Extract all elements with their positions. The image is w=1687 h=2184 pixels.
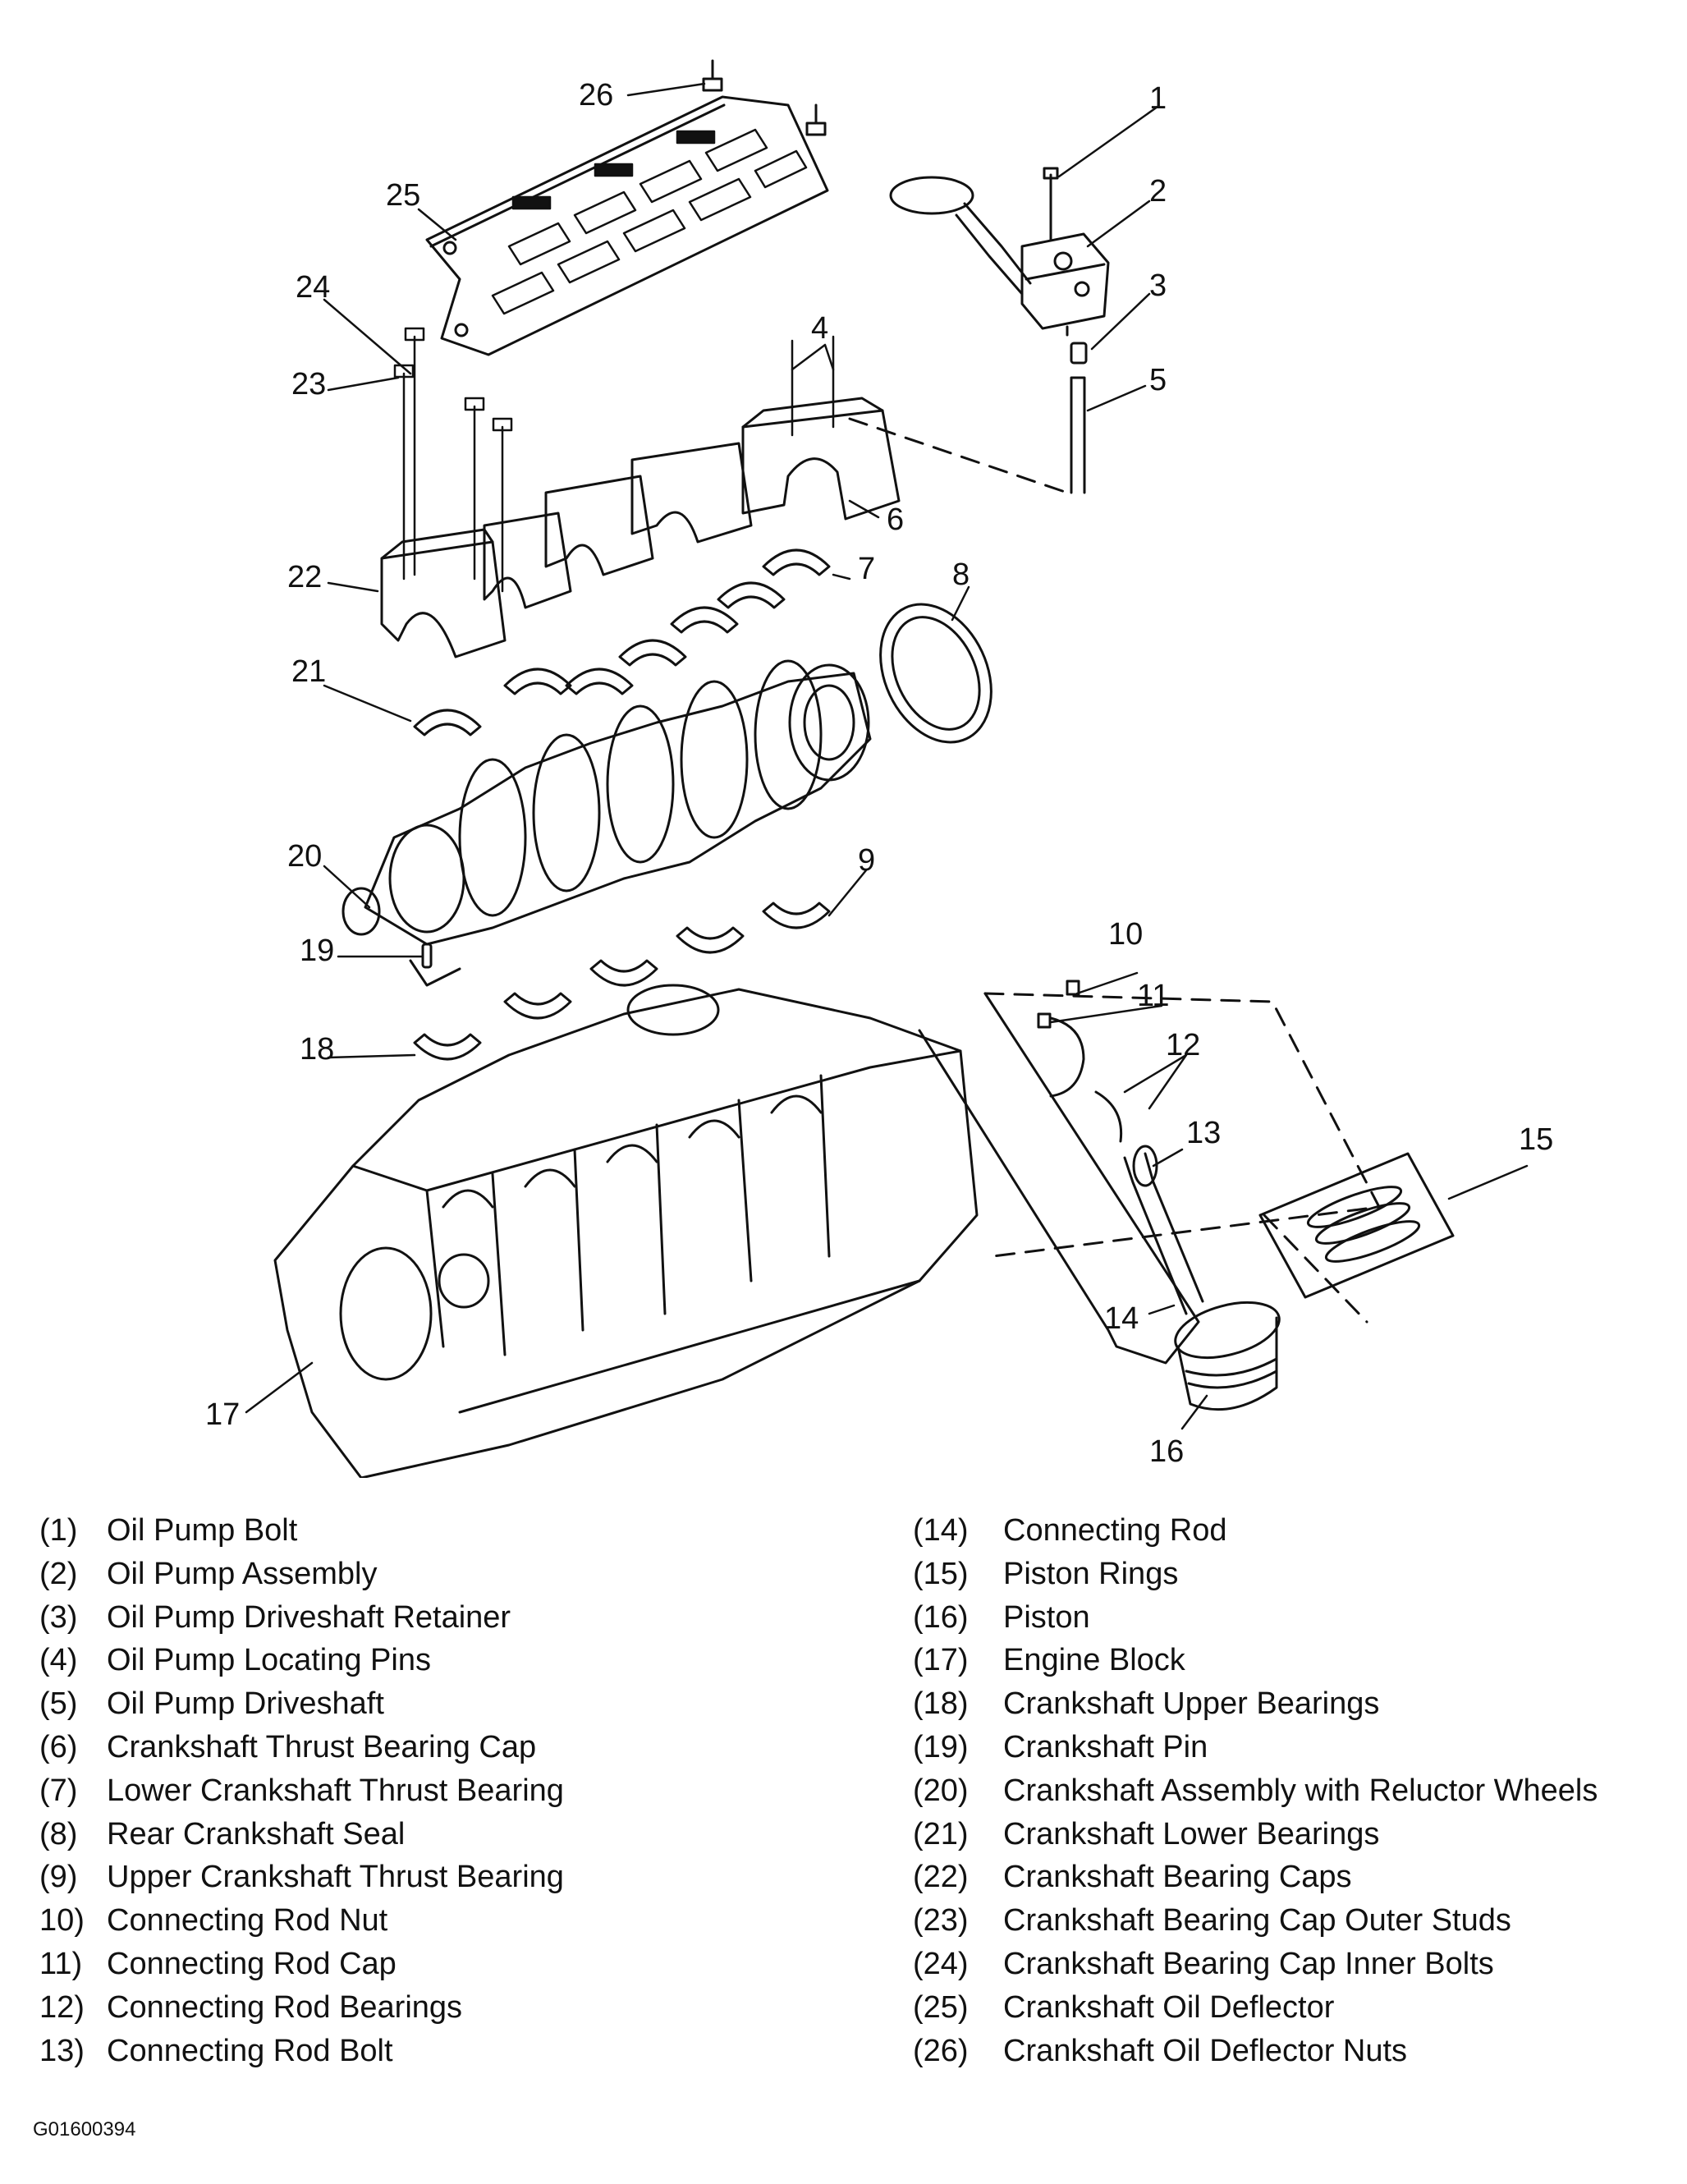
- callout-20: 20: [287, 839, 322, 874]
- legend-number: 12): [39, 1989, 85, 2025]
- legend-number: (20): [913, 1773, 969, 1808]
- callout-3: 3: [1149, 268, 1167, 303]
- legend-label: Connecting Rod Cap: [107, 1946, 397, 1981]
- bearing-caps-drawing: [380, 327, 901, 658]
- legend-label: Crankshaft Pin: [1003, 1729, 1208, 1764]
- callout-13: 13: [1186, 1116, 1221, 1150]
- legend-number: (4): [39, 1643, 78, 1678]
- oil-pump-drawing: [889, 167, 1110, 494]
- callout-2: 2: [1149, 174, 1167, 209]
- legend-number: 11): [39, 1946, 83, 1981]
- callout-11: 11: [1137, 979, 1169, 1013]
- connecting-rod-drawing: [918, 980, 1204, 1365]
- legend-label: Crankshaft Bearing Cap Inner Bolts: [1003, 1946, 1494, 1981]
- legend-number: (1): [39, 1513, 78, 1548]
- legend-label: Crankshaft Assembly with Reluctor Wheels: [1003, 1773, 1598, 1808]
- legend-number: (17): [913, 1643, 969, 1678]
- callout-6: 6: [887, 502, 904, 537]
- legend-label: Crankshaft Bearing Caps: [1003, 1860, 1352, 1895]
- dashed-guide-lines: [848, 417, 1381, 1324]
- leader-lines: [245, 82, 1529, 1430]
- callout-17: 17: [205, 1397, 240, 1432]
- callout-26: 26: [579, 78, 613, 112]
- oil-deflector-drawing: [425, 95, 829, 356]
- piston-rings-drawing: [1258, 1152, 1455, 1299]
- legend-number: (15): [913, 1556, 969, 1591]
- callout-22: 22: [287, 560, 322, 594]
- legend-number: (14): [913, 1513, 969, 1548]
- legend-label: Crankshaft Thrust Bearing Cap: [107, 1729, 537, 1764]
- legend-label: Crankshaft Bearing Cap Outer Studs: [1003, 1903, 1511, 1939]
- legend-label: Upper Crankshaft Thrust Bearing: [107, 1860, 564, 1895]
- callout-16: 16: [1149, 1434, 1184, 1469]
- legend-number: (18): [913, 1686, 969, 1722]
- callout-10: 10: [1108, 917, 1143, 952]
- legend-number: (26): [913, 2033, 969, 2068]
- callout-14: 14: [1104, 1301, 1139, 1336]
- legend-number: (3): [39, 1599, 78, 1635]
- legend-label: Oil Pump Driveshaft Retainer: [107, 1599, 511, 1635]
- callout-19: 19: [300, 934, 334, 968]
- legend-number: (23): [913, 1903, 969, 1939]
- legend-label: Lower Crankshaft Thrust Bearing: [107, 1773, 564, 1808]
- callout-24: 24: [296, 270, 330, 305]
- legend-label: Engine Block: [1003, 1643, 1185, 1678]
- piston-drawing: [1174, 1301, 1281, 1411]
- legend-label: Rear Crankshaft Seal: [107, 1816, 406, 1851]
- callout-23: 23: [291, 367, 326, 401]
- legend-label: Piston Rings: [1003, 1556, 1179, 1591]
- legend-label: Oil Pump Bolt: [107, 1513, 298, 1548]
- legend-label: Connecting Rod: [1003, 1513, 1227, 1548]
- callout-labels: 1 2 3 4 5 6 7 8 9 10 11 12 13 14 15 16 1…: [205, 78, 1553, 1469]
- legend-number: (25): [913, 1989, 969, 2025]
- callout-25: 25: [386, 178, 420, 213]
- legend-label: Crankshaft Oil Deflector Nuts: [1003, 2033, 1408, 2068]
- legend-label: Oil Pump Assembly: [107, 1556, 378, 1591]
- legend-number: (24): [913, 1946, 969, 1981]
- legend-number: (19): [913, 1729, 969, 1764]
- legend-number: (9): [39, 1860, 78, 1895]
- legend-label: Oil Pump Driveshaft: [107, 1686, 384, 1722]
- callout-8: 8: [952, 557, 970, 592]
- crankshaft-drawing: [342, 659, 872, 987]
- legend-number: 13): [39, 2033, 85, 2068]
- legend-number: (2): [39, 1556, 78, 1591]
- callout-1: 1: [1149, 81, 1167, 116]
- callout-21: 21: [291, 654, 326, 689]
- callout-5: 5: [1149, 363, 1167, 397]
- engine-block-drawing: [273, 984, 979, 1478]
- legend-label: Connecting Rod Bolt: [107, 2033, 393, 2068]
- crank-pin-drawing: [421, 943, 433, 969]
- callout-15: 15: [1519, 1122, 1553, 1157]
- callout-4: 4: [811, 311, 828, 346]
- legend-number: 10): [39, 1903, 85, 1939]
- legend-label: Crankshaft Upper Bearings: [1003, 1686, 1380, 1722]
- callout-18: 18: [300, 1032, 334, 1067]
- legend-label: Oil Pump Locating Pins: [107, 1643, 431, 1678]
- exploded-engine-diagram: 1 2 3 4 5 6 7 8 9 10 11 12 13 14 15 16 1…: [205, 59, 1553, 1478]
- legend-label: Connecting Rod Bearings: [107, 1989, 463, 2025]
- legend-number: (7): [39, 1773, 78, 1808]
- legend-number: (5): [39, 1686, 78, 1722]
- figure-code: G01600394: [33, 2118, 136, 2140]
- legend-label: Crankshaft Lower Bearings: [1003, 1816, 1380, 1851]
- legend-number: (16): [913, 1599, 969, 1635]
- legend-label: Piston: [1003, 1599, 1090, 1635]
- callout-12: 12: [1166, 1028, 1200, 1062]
- rear-seal-drawing: [879, 603, 992, 744]
- legend-number: (6): [39, 1729, 78, 1764]
- callout-9: 9: [858, 843, 875, 878]
- legend-number: (21): [913, 1816, 969, 1851]
- callout-7: 7: [858, 552, 875, 586]
- bearing-shells-drawing: [413, 548, 831, 1061]
- legend-number: (22): [913, 1860, 969, 1895]
- legend-label: Crankshaft Oil Deflector: [1003, 1989, 1335, 2025]
- legend-number: (8): [39, 1816, 78, 1851]
- legend-label: Connecting Rod Nut: [107, 1903, 388, 1939]
